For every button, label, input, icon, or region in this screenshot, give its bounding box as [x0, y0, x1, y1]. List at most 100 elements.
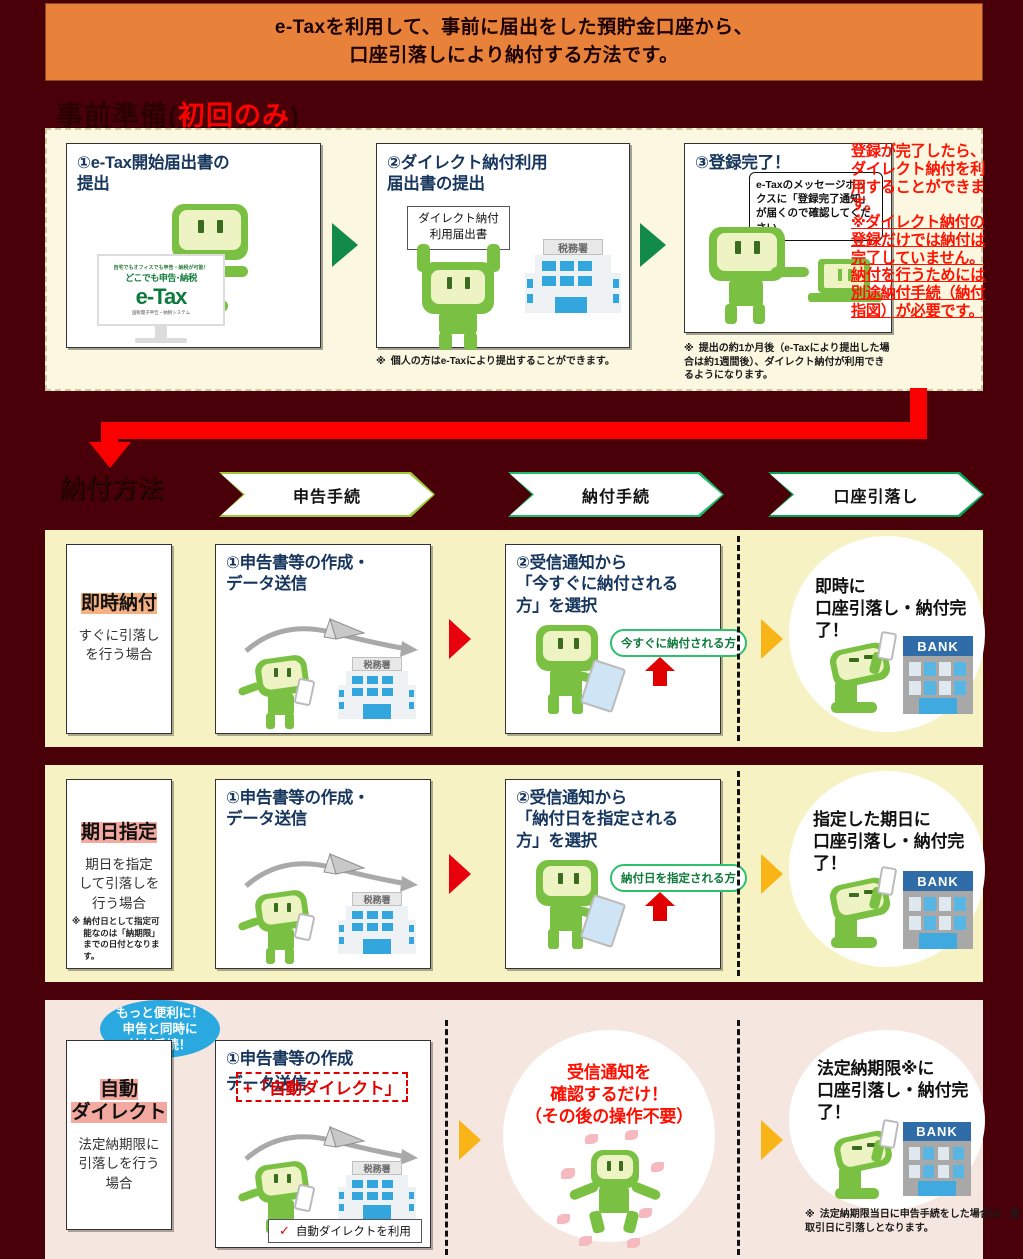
header-line-1: e-Taxを利用して、事前に届出をした預貯金口座から、 [274, 17, 754, 39]
cherry-blossom-petal-icon [625, 1130, 638, 1140]
row-1-dashed-divider [737, 536, 740, 741]
row-1-step2-title: ②受信通知から 「今すぐに納付される 方」を選択 [506, 545, 720, 617]
prep-step-1-title-line2: 提出 [77, 174, 110, 193]
row-2-select-pill-button[interactable]: 納付日を指定される方 [610, 864, 747, 892]
row-2-result-text: 指定した期日に 口座引落し・納付完了！ [813, 809, 983, 875]
cherry-blossom-petal-icon [627, 1238, 640, 1248]
row-3-result-note-mark: ※ [805, 1209, 815, 1220]
row-3-result-line1: 法定納期限※に [817, 1059, 935, 1078]
row-2-result-line1: 指定した期日に [813, 810, 931, 829]
red-note-p3: 納付を行うためには別途納付手続（納付指図）が必要です。 [851, 267, 985, 321]
row-3-mid-line3: （その後の操作不要） [525, 1107, 693, 1127]
prep-step-1-box: ①e-Tax開始届出書の 提出 自宅でもオフィスでも申告・納税が可能！ どこでも… [66, 143, 321, 348]
chevron-header-withdrawal-label: 口座引落し [833, 488, 919, 506]
row-1-step1-title-line2: データ送信 [226, 575, 308, 594]
paper-plane-arrow-icon [244, 852, 418, 892]
row-1-arrow-red-icon [449, 619, 471, 659]
chevron-header-withdrawal: 口座引落し [768, 472, 984, 517]
prep-step-3-box: ③登録完了！ e-Taxのメッセージボックスに「登録完了通知」が届くので確認して… [684, 143, 892, 333]
prep-panel: ①e-Tax開始届出書の 提出 自宅でもオフィスでも申告・納税が可能！ どこでも… [45, 128, 983, 391]
row-2-step1-title: ①申告書等の作成・ データ送信 [216, 780, 430, 831]
prep-step-2-note-mark: ※ [376, 356, 386, 367]
row-2-step2-title-line1: ②受信通知から [516, 789, 627, 807]
row-2-label-note-mark: ※ [72, 916, 81, 927]
row-2-dashed-divider [737, 771, 740, 976]
prep-step-1-title: ①e-Tax開始届出書の 提出 [67, 144, 320, 194]
direct-payment-form-document: ダイレクト納付 利用届出書 [407, 206, 510, 250]
row-2-step1-card: ①申告書等の作成・ データ送信 税務署 [215, 779, 431, 969]
row-1-step2-title-line1: ②受信通知から [516, 554, 627, 572]
row-2-label-note: ※納付日として指定可能なのは「納期限」までの日付となります。 [67, 916, 171, 968]
row-1-label-box: 即時納付 すぐに引落し を行う場合 [66, 544, 172, 734]
prep-step-3-note-mark: ※ [684, 343, 694, 354]
row-1-label-main: 即時納付 [80, 593, 157, 614]
red-note-p1: 登録が完了したら、ダイレクト納付を利用することができます。 [851, 143, 985, 214]
row-2-result-line2: 口座引落し・納付完了！ [813, 832, 965, 874]
prep-step-2-title-line2: 届出書の提出 [387, 174, 485, 193]
row-3-result-line2: 口座引落し・納付完了！ [817, 1081, 969, 1123]
row-2-label-sub: 期日を指定 して引落しを 行う場合 [78, 856, 160, 911]
prep-arrow-1-icon [332, 223, 358, 267]
prep-step-2-title-line1: ②ダイレクト納付利用 [387, 154, 548, 172]
prep-arrow-2-icon [640, 223, 666, 267]
prep-step-2-box: ②ダイレクト納付利用 届出書の提出 ダイレクト納付 利用届出書 税務署 [376, 143, 630, 350]
row-2-step2-title: ②受信通知から 「納付日を指定される 方」を選択 [506, 780, 720, 852]
prep-section-title: 事前準備(初回のみ) [56, 94, 300, 133]
prep-step-2-title: ②ダイレクト納付利用 届出書の提出 [377, 144, 629, 194]
row-3-dashed-divider-right [737, 1020, 740, 1255]
prep-step-2-note-text: 個人の方はe-Taxにより提出することができます。 [390, 356, 615, 367]
method-row-immediate: 即時納付 すぐに引落し を行う場合 ①申告書等の作成・ データ送信 税務署 [45, 530, 985, 747]
cherry-blossom-petal-icon [579, 1236, 592, 1246]
tax-office-sign: 税務署 [352, 892, 402, 906]
row-2-label-box: 期日指定 期日を指定 して引落しを 行う場合 ※納付日として指定可能なのは「納期… [66, 779, 172, 969]
row-1-step2-card: ②受信通知から 「今すぐに納付される 方」を選択 今すぐに納付される方 [505, 544, 747, 734]
auto-direct-checkbox[interactable]: ✓ 自動ダイレクトを利用 [268, 1219, 422, 1243]
prep-step-3-title: ③登録完了！ [695, 154, 791, 172]
cherry-blossom-petal-icon [585, 1134, 598, 1144]
row-1-select-pill-button[interactable]: 今すぐに納付される方 [610, 629, 747, 657]
row-2-arrow-red-icon [449, 854, 471, 894]
tax-office-sign: 税務署 [352, 1161, 402, 1175]
row-3-auto-direct-highlight: +「自動ダイレクト」 [236, 1072, 409, 1102]
row-3-result-note: ※法定納期限当日に申告手続をした場合は、翌取引日に引落しとなります。 [805, 1208, 1023, 1235]
row-1-step1-title-line1: ①申告書等の作成・ [226, 554, 370, 572]
prep-title-highlight: 初回のみ [178, 101, 290, 131]
row-3-arrow-yellow-left-icon [459, 1120, 481, 1160]
row-1-up-arrow-icon [645, 657, 675, 686]
row-1-label-sub: すぐに引落し を行う場合 [78, 627, 160, 663]
paper-plane-arrow-icon [244, 1125, 418, 1165]
row-2-label-note-text: 納付日として指定可能なのは「納期限」までの日付となります。 [83, 916, 160, 961]
prep-step-3-note-text: 提出の約1か月後（e-Taxにより提出した場合は約1週間後）、ダイレクト納付が利… [684, 343, 890, 381]
row-3-step1-title-line1: ①申告書等の作成 [226, 1050, 354, 1068]
monitor-foot: 国税電子申告・納税システム [131, 310, 191, 315]
pay-section-title: 納付方法 [60, 475, 165, 503]
chevron-header-payment-label: 納付手続 [581, 488, 650, 506]
row-2-step2-title-line2: 「納付日を指定される [516, 810, 679, 829]
doc-line-1: ダイレクト納付 [418, 213, 499, 225]
doc-line-2: 利用届出書 [429, 228, 488, 241]
monitor-sub: どこでも申告･納税 [125, 273, 197, 283]
connector-arrow-drop [101, 422, 118, 446]
row-3-step1-title: ①申告書等の作成 [216, 1041, 430, 1070]
chevron-header-declaration-label: 申告手続 [292, 488, 361, 506]
checkbox-check-icon: ✓ [279, 1223, 290, 1238]
prep-title-plain: 事前準備( [56, 101, 178, 131]
row-2-arrow-yellow-icon [761, 854, 783, 894]
row-1-arrow-yellow-icon [761, 619, 783, 659]
header-banner: e-Taxを利用して、事前に届出をした預貯金口座から、 口座引落しにより納付する… [45, 3, 983, 81]
cherry-blossom-petal-icon [639, 1208, 652, 1218]
row-3-label-main1: 自動 [99, 1079, 138, 1100]
monitor-brand: e-Tax [135, 284, 188, 309]
row-3-step1-card: ①申告書等の作成 +「自動ダイレクト」 データ送信 税務署 [215, 1040, 431, 1248]
method-row-scheduled: 期日指定 期日を指定 して引落しを 行う場合 ※納付日として指定可能なのは「納期… [45, 765, 985, 982]
row-1-result-line1: 即時に [815, 577, 866, 596]
row-3-arrow-yellow-right-icon [761, 1120, 783, 1160]
row-3-result-note-text: 法定納期限当日に申告手続をした場合は、翌取引日に引落しとなります。 [805, 1209, 1020, 1234]
prep-step-2-note: ※ 個人の方はe-Taxにより提出することができます。 [376, 355, 626, 369]
row-2-step1-title-line2: データ送信 [226, 810, 308, 829]
row-3-result-text: 法定納期限※に 口座引落し・納付完了！ [817, 1058, 983, 1124]
registration-red-note: 登録が完了したら、ダイレクト納付を利用することができます。 ※ダイレクト納付の登… [851, 143, 987, 321]
row-3-dashed-divider-left [445, 1020, 448, 1255]
row-1-step1-card: ①申告書等の作成・ データ送信 税務署 [215, 544, 431, 734]
prep-step-1-title-line1: ①e-Tax開始届出書の [77, 154, 230, 172]
